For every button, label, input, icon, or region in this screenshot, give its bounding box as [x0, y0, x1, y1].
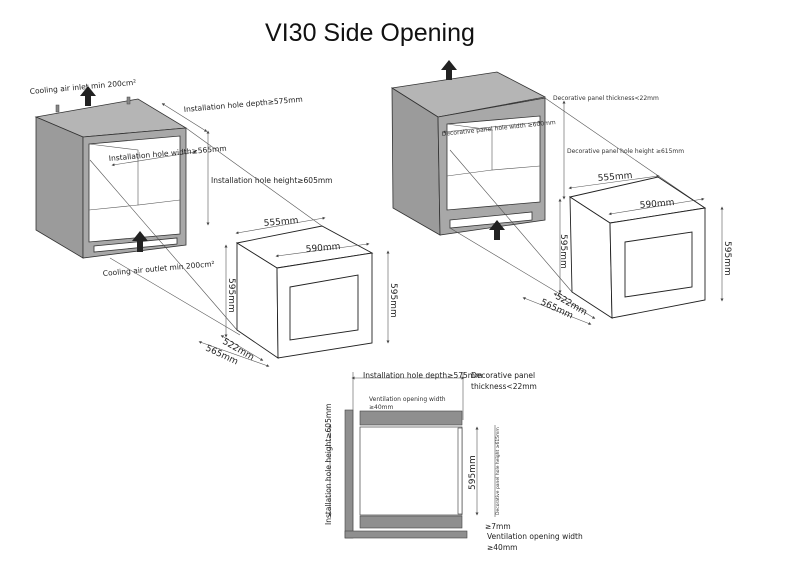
arrow-up-icon — [132, 231, 148, 252]
plan-appliance-height-label: 595mm — [468, 455, 478, 490]
arrow-up-icon — [489, 220, 505, 240]
plan-gap-label: ≥7mm — [485, 522, 511, 531]
plan-vent-top-label-2: ≥40mm — [369, 404, 394, 411]
cooling-outlet-label: Cooling air outlet min 200cm² — [102, 259, 215, 278]
plan-panel-thickness-label-2: thickness<22mm — [471, 382, 537, 391]
right-appliance — [568, 176, 707, 319]
dim-595-right-a: 595mm — [558, 234, 568, 269]
plan-view — [344, 409, 468, 539]
plan-vent-top-label-1: Ventilation opening width — [369, 396, 446, 403]
arrow-up-icon — [441, 60, 457, 80]
plan-hole-depth-label: Installation hole depth≥575mm — [363, 371, 482, 380]
dim-590-left: 590mm — [305, 242, 340, 255]
hole-depth-label: Installation hole depth≥575mm — [183, 95, 303, 114]
dim-555-right: 555mm — [597, 171, 632, 184]
arrow-up-icon — [80, 86, 96, 106]
plan-vent-bottom-label-1: Ventilation opening width — [487, 532, 583, 541]
plan-hole-height-label: Installation hole height≥605mm — [324, 404, 333, 525]
dim-595-left-b: 595mm — [388, 283, 398, 318]
plan-panel-hole-height-label: Decorative panel hole height ≥615mm — [495, 427, 501, 515]
dim-595-left-a: 595mm — [226, 278, 236, 313]
hole-height-label: Installation hole height≥605mm — [211, 176, 332, 185]
plan-panel-thickness-label-1: Decorative panel — [471, 371, 535, 380]
dim-590-right: 590mm — [639, 198, 674, 211]
plan-vent-bottom-label-2: ≥40mm — [487, 543, 517, 552]
dim-555-left: 555mm — [263, 216, 298, 229]
dim-595-right-b: 595mm — [722, 241, 732, 276]
left-appliance — [235, 225, 374, 359]
panel-hole-height-label: Decorative panel hole height ≥615mm — [567, 148, 684, 155]
left-cabinet — [34, 96, 188, 259]
panel-thickness-label: Decorative panel thickness<22mm — [553, 95, 659, 102]
right-cabinet — [390, 71, 547, 236]
page-title: VI30 Side Opening — [265, 19, 475, 47]
